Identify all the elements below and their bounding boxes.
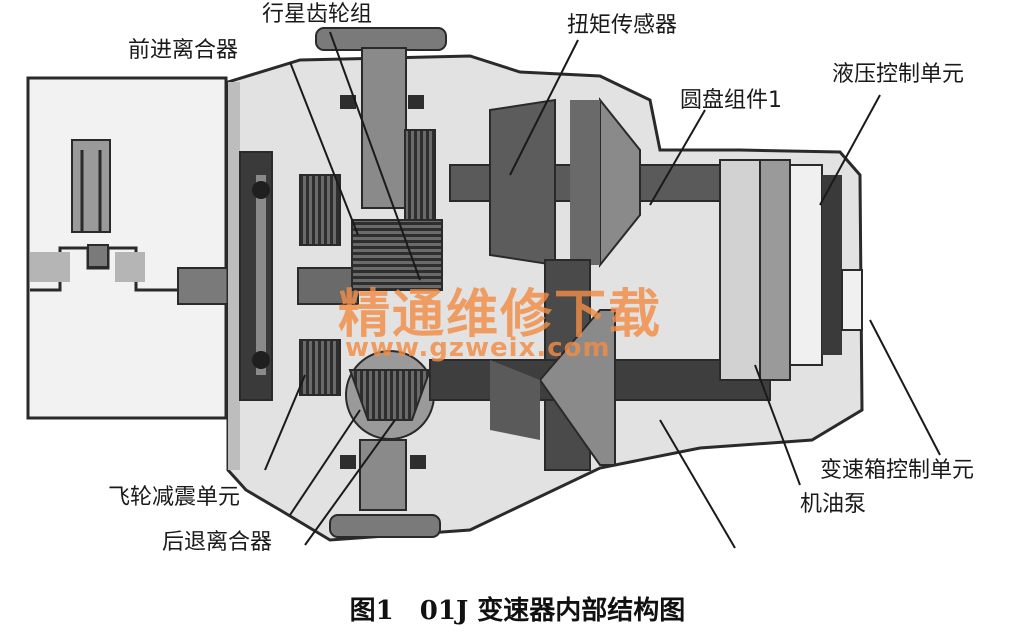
secondary-pulley-graphic	[429, 309, 771, 466]
label-torque-sensor: 扭矩传感器	[567, 13, 678, 38]
differential-graphic	[329, 350, 441, 538]
clutch-packs	[297, 174, 359, 396]
label-disc-assembly-1: 圆盘组件1	[680, 88, 782, 113]
hydraulic-unit-graphic	[719, 159, 863, 381]
transmission-cutaway-diagram	[26, 27, 941, 549]
label-flywheel-damper: 飞轮减震单元	[108, 485, 241, 510]
label-oil-pump: 机油泵	[800, 492, 867, 517]
watermark-text: 精通维修下载	[338, 285, 663, 345]
leader-lines	[264, 31, 941, 549]
label-transmission-control-unit: 变速箱控制单元	[820, 458, 975, 483]
label-planetary-gear-set: 行星齿轮组	[262, 2, 373, 27]
figure-caption: 图1 01J 变速器内部结构图	[349, 596, 686, 626]
watermark-url: www.gzweix.com	[345, 333, 611, 363]
primary-pulley-graphic	[449, 97, 721, 268]
label-forward-clutch: 前进离合器	[128, 38, 239, 63]
label-reverse-clutch: 后退离合器	[162, 530, 273, 555]
flywheel-damper-graphic	[239, 151, 273, 401]
label-hydraulic-control-unit: 液压控制单元	[832, 62, 965, 87]
planetary-gear-graphic	[315, 27, 447, 291]
engine-block	[26, 76, 228, 420]
